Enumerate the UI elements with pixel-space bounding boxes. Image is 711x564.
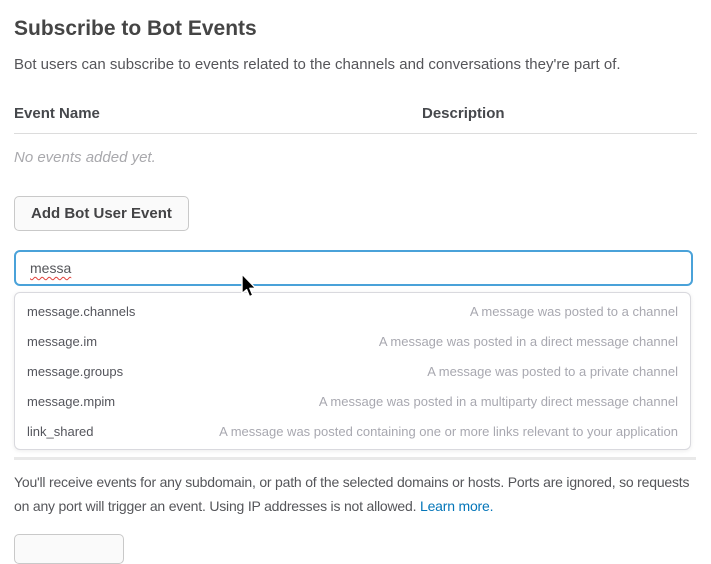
suggestion-description: A message was posted in a direct message… (378, 333, 678, 349)
suggestion-name: link_shared (27, 423, 94, 439)
events-table-header: Event Name Description (14, 105, 697, 122)
suggestion-name: message.mpim (27, 393, 116, 409)
clipped-bottom-button[interactable] (14, 534, 124, 564)
suggestion-description: A message was posted in a multiparty dir… (318, 393, 678, 409)
footer-note-text: You'll receive events for any subdomain,… (14, 474, 690, 514)
event-suggestions-dropdown: message.channels A message was posted to… (14, 292, 691, 450)
suggestion-message-mpim[interactable]: message.mpim A message was posted in a m… (15, 386, 690, 416)
suggestion-name: message.channels (27, 303, 136, 319)
event-search-value: messa (30, 260, 72, 276)
suggestion-message-im[interactable]: message.im A message was posted in a dir… (15, 326, 690, 356)
suggestion-description: A message was posted to a private channe… (427, 363, 678, 379)
event-search-input[interactable]: messa (14, 250, 693, 286)
suggestion-description: A message was posted containing one or m… (219, 423, 678, 439)
suggestion-link-shared[interactable]: link_shared A message was posted contain… (15, 416, 690, 446)
empty-events-message: No events added yet. (14, 149, 156, 166)
column-header-event-name: Event Name (14, 105, 100, 122)
add-bot-user-event-button[interactable]: Add Bot User Event (14, 196, 189, 231)
suggestion-description: A message was posted to a channel (469, 303, 678, 319)
subscribe-bot-events-section: Subscribe to Bot Events Bot users can su… (0, 16, 711, 564)
learn-more-link[interactable]: Learn more. (419, 498, 494, 514)
page-subtitle: Bot users can subscribe to events relate… (14, 56, 621, 73)
section-divider (14, 457, 696, 460)
column-header-description: Description (422, 105, 505, 122)
suggestion-name: message.im (27, 333, 98, 349)
suggestion-message-channels[interactable]: message.channels A message was posted to… (15, 296, 690, 326)
suggestion-name: message.groups (27, 363, 124, 379)
suggestion-message-groups[interactable]: message.groups A message was posted to a… (15, 356, 690, 386)
page-title: Subscribe to Bot Events (14, 17, 257, 40)
table-header-divider (14, 133, 697, 134)
domains-footer-note: You'll receive events for any subdomain,… (14, 470, 694, 518)
